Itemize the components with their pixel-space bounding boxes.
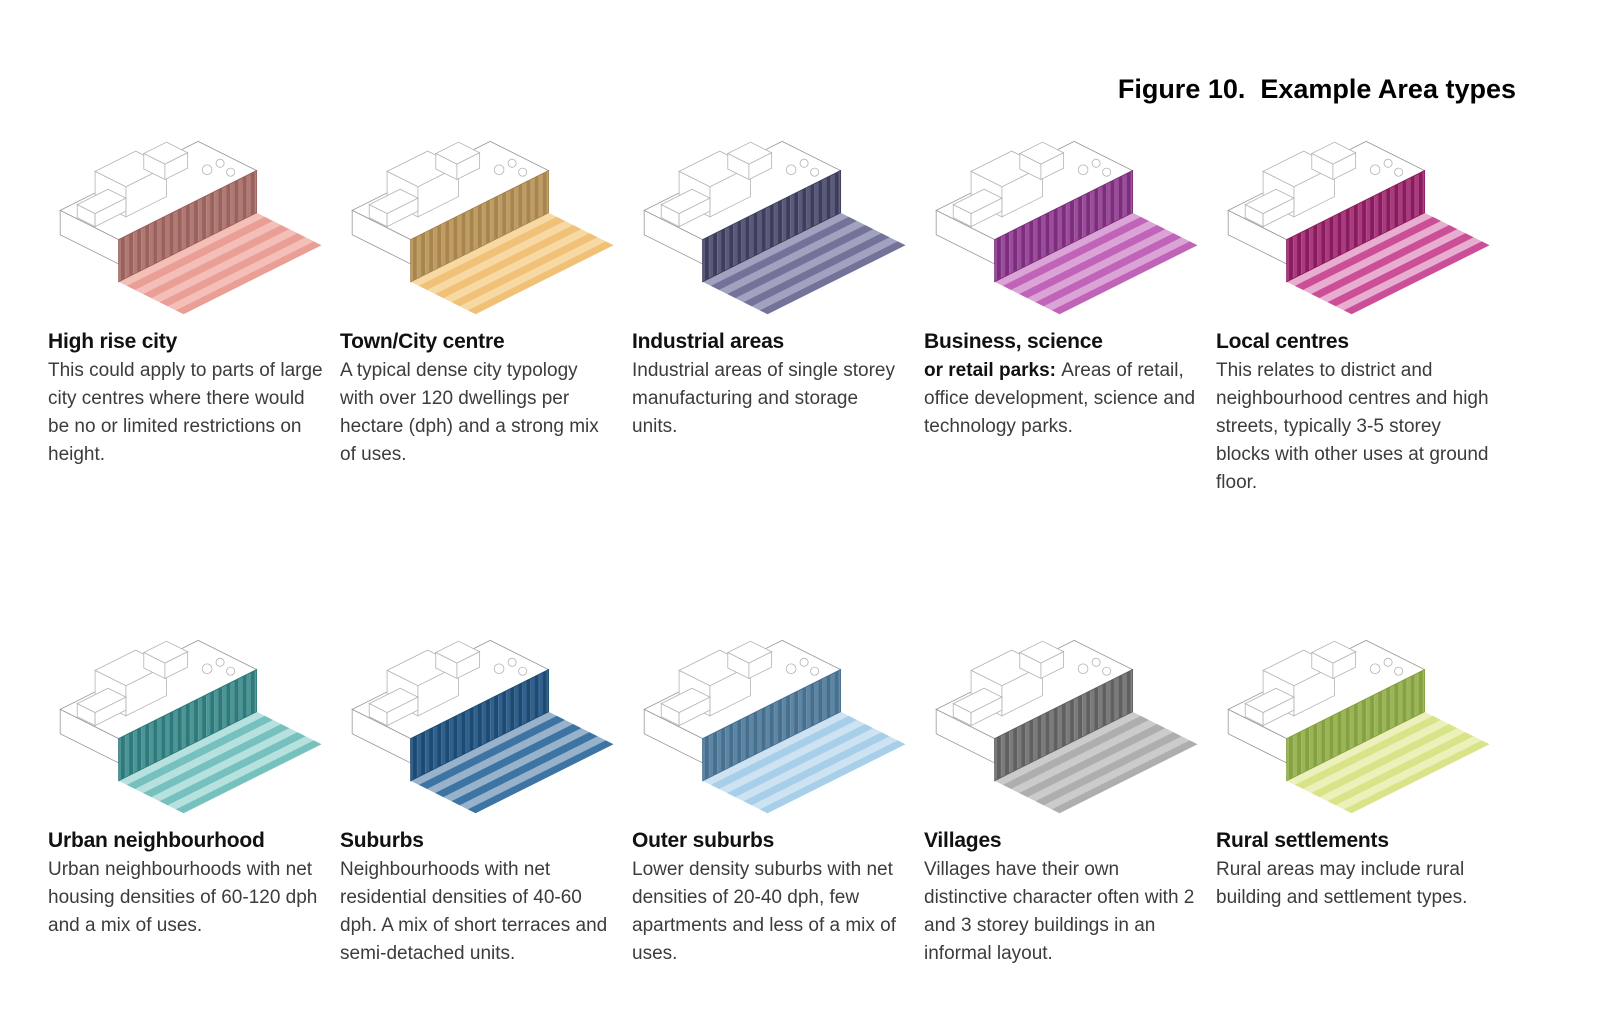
- striped-wall: [118, 169, 258, 283]
- area-body-text: Areas of retail, office development, sci…: [924, 360, 1196, 437]
- building-line-art: [952, 141, 1112, 228]
- area-heading: Urban neighbourhood: [48, 829, 265, 852]
- area-heading: Suburbs: [340, 829, 424, 852]
- area-card-business-science-retail-parks: Business, science or retail parks: Areas…: [924, 14, 1200, 497]
- striped-wall: [410, 668, 550, 782]
- area-description: Villages have their own distinctive char…: [924, 856, 1200, 968]
- area-body-text: This relates to district and neighbourho…: [1216, 360, 1489, 493]
- area-body-text: This could apply to parts of large city …: [48, 360, 323, 465]
- area-description: or retail parks: Areas of retail, office…: [924, 357, 1200, 441]
- area-description: Neighbourhoods with net residential dens…: [340, 856, 616, 968]
- striped-carpet: [118, 212, 322, 315]
- striped-wall: [994, 169, 1134, 283]
- striped-carpet: [410, 711, 614, 814]
- area-heading: Rural settlements: [1216, 829, 1389, 852]
- building-line-art: [952, 640, 1112, 727]
- striped-wall: [702, 668, 842, 782]
- striped-wall: [994, 668, 1134, 782]
- striped-carpet: [118, 711, 322, 814]
- area-description: This could apply to parts of large city …: [48, 357, 324, 469]
- building-line-art: [660, 640, 820, 727]
- striped-carpet: [702, 711, 906, 814]
- area-card-town-city-centre: Town/City centre A typical dense city ty…: [340, 14, 616, 497]
- area-card-outer-suburbs: Outer suburbs Lower density suburbs with…: [632, 513, 908, 968]
- figure-title: Figure 10. Example Area types: [1117, 74, 1516, 104]
- local-centres-illustration: [1227, 140, 1490, 315]
- suburbs-illustration: [351, 639, 614, 814]
- area-heading: Local centres: [1216, 330, 1349, 353]
- area-heading: Business, science: [924, 330, 1103, 353]
- area-heading-inline: or retail parks:: [924, 360, 1062, 381]
- area-body-text: Urban neighbourhoods with net housing de…: [48, 859, 318, 936]
- building-line-art: [76, 640, 236, 727]
- area-card-villages: Villages Villages have their own distinc…: [924, 513, 1200, 968]
- villages-illustration: [935, 639, 1198, 814]
- striped-carpet: [702, 212, 906, 315]
- area-description: Rural areas may include rural building a…: [1216, 856, 1492, 912]
- area-body-text: Villages have their own distinctive char…: [924, 859, 1195, 964]
- rural-settlements-illustration: [1227, 639, 1490, 814]
- building-line-art: [368, 640, 528, 727]
- striped-carpet: [1286, 212, 1490, 315]
- striped-wall: [410, 169, 550, 283]
- area-card-industrial-areas: Industrial areas Industrial areas of sin…: [632, 14, 908, 497]
- area-description: Urban neighbourhoods with net housing de…: [48, 856, 324, 940]
- building-line-art: [368, 141, 528, 228]
- area-body-text: Industrial areas of single storey manufa…: [632, 360, 895, 437]
- building-line-art: [660, 141, 820, 228]
- industrial-areas-illustration: [643, 140, 906, 315]
- striped-wall: [702, 169, 842, 283]
- area-body-text: Lower density suburbs with net densities…: [632, 859, 897, 964]
- high-rise-city-illustration: [59, 140, 322, 315]
- area-card-high-rise-city: High rise city This could apply to parts…: [48, 14, 324, 497]
- town-city-centre-illustration: [351, 140, 614, 315]
- area-body-text: Neighbourhoods with net residential dens…: [340, 859, 608, 964]
- area-heading: Villages: [924, 829, 1002, 852]
- area-description: Industrial areas of single storey manufa…: [632, 357, 908, 441]
- business-science-retail-parks-illustration: [935, 140, 1198, 315]
- area-types-grid: High rise city This could apply to parts…: [48, 14, 1492, 968]
- area-heading: Industrial areas: [632, 330, 785, 353]
- area-description: A typical dense city typology with over …: [340, 357, 616, 469]
- area-description: This relates to district and neighbourho…: [1216, 357, 1492, 497]
- striped-wall: [1286, 169, 1426, 283]
- area-heading: Town/City centre: [340, 330, 505, 353]
- building-line-art: [1244, 640, 1404, 727]
- striped-carpet: [1286, 711, 1490, 814]
- striped-wall: [118, 668, 258, 782]
- area-heading: Outer suburbs: [632, 829, 775, 852]
- area-card-local-centres: Local centres This relates to district a…: [1216, 14, 1492, 497]
- area-body-text: A typical dense city typology with over …: [340, 360, 599, 465]
- area-description: Lower density suburbs with net densities…: [632, 856, 908, 968]
- area-card-rural-settlements: Rural settlements Rural areas may includ…: [1216, 513, 1492, 968]
- area-body-text: Rural areas may include rural building a…: [1216, 859, 1468, 908]
- area-card-suburbs: Suburbs Neighbourhoods with net resident…: [340, 513, 616, 968]
- outer-suburbs-illustration: [643, 639, 906, 814]
- striped-carpet: [994, 711, 1198, 814]
- building-line-art: [1244, 141, 1404, 228]
- area-card-urban-neighbourhood: Urban neighbourhood Urban neighbourhoods…: [48, 513, 324, 968]
- striped-carpet: [410, 212, 614, 315]
- striped-carpet: [994, 212, 1198, 315]
- striped-wall: [1286, 668, 1426, 782]
- building-line-art: [76, 141, 236, 228]
- urban-neighbourhood-illustration: [59, 639, 322, 814]
- area-heading: High rise city: [48, 330, 178, 353]
